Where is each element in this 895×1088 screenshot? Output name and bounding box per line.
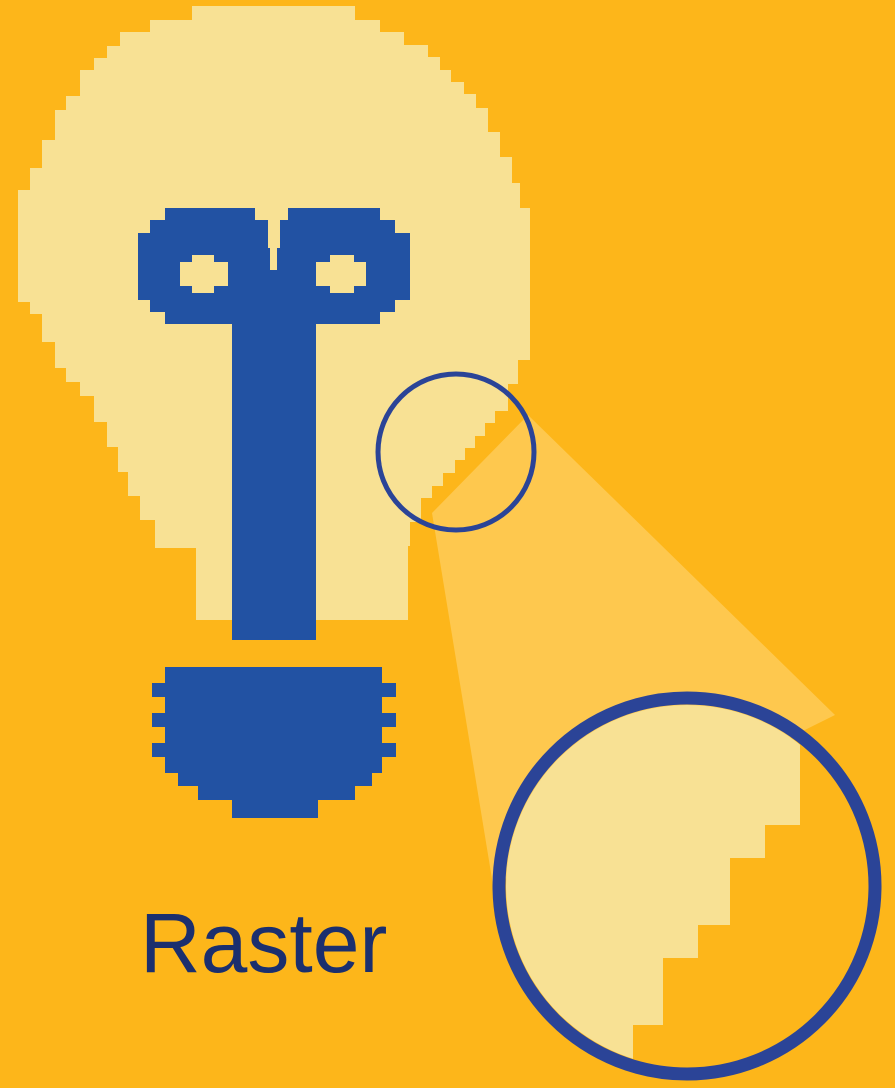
bulb-base-icon	[152, 667, 396, 818]
raster-caption: Raster	[140, 895, 387, 991]
filament-stem	[232, 270, 316, 640]
